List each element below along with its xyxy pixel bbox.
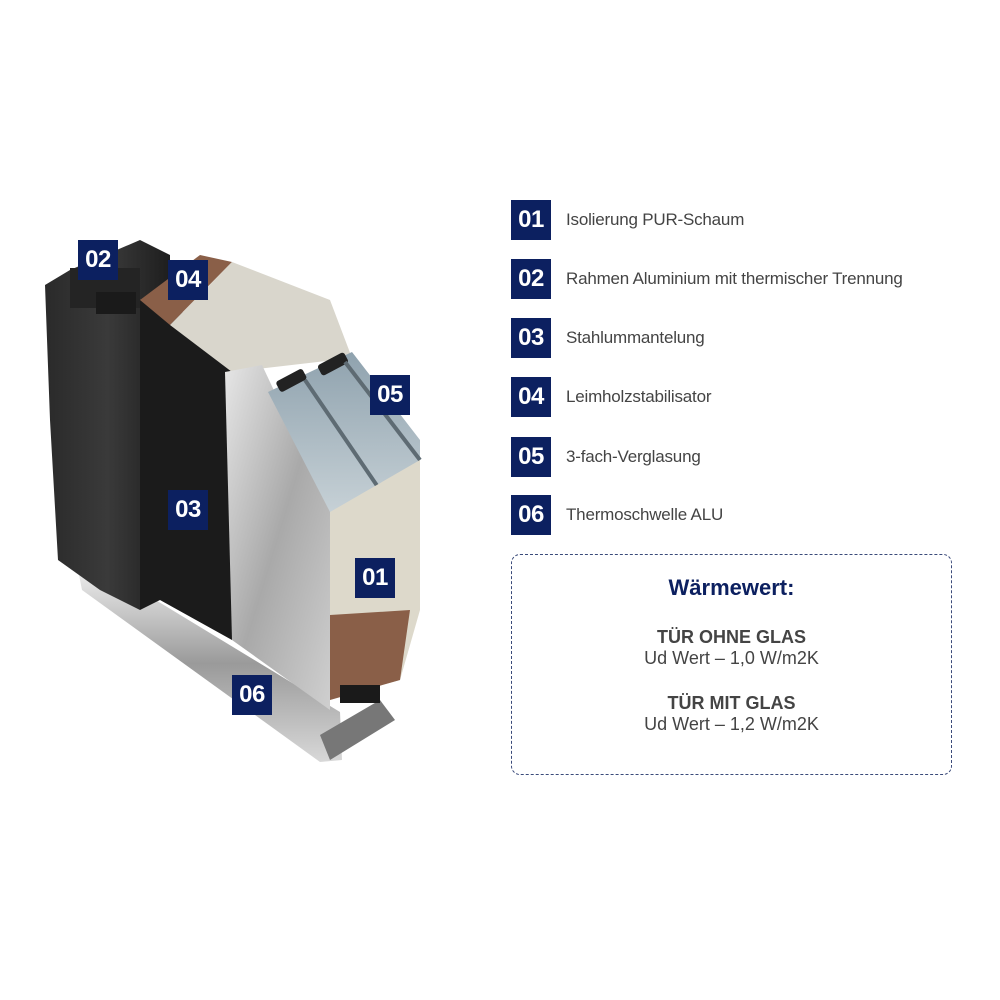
- group-heading: TÜR OHNE GLAS: [656, 627, 806, 647]
- legend-label: 3-fach-Verglasung: [566, 447, 701, 466]
- thermal-group-with-glass: TÜR MIT GLAS Ud Wert – 1,2 W/m2K: [512, 693, 951, 735]
- callout-badge-02: 02: [78, 240, 118, 280]
- legend-item: 01 Isolierung PUR-Schaum: [511, 200, 744, 240]
- legend-item: 06 Thermoschwelle ALU: [511, 495, 723, 535]
- legend-item: 04 Leimholzstabilisator: [511, 377, 711, 417]
- legend-number-badge: 05: [511, 437, 551, 477]
- group-value: Ud Wert – 1,2 W/m2K: [644, 714, 819, 734]
- legend-item: 02 Rahmen Aluminium mit thermischer Tren…: [511, 259, 903, 299]
- legend-number-badge: 06: [511, 495, 551, 535]
- callout-badge-05: 05: [370, 375, 410, 415]
- callout-badge-01: 01: [355, 558, 395, 598]
- legend-label: Thermoschwelle ALU: [566, 505, 724, 524]
- callout-badge-06: 06: [232, 675, 272, 715]
- legend-item: 05 3-fach-Verglasung: [511, 437, 701, 477]
- legend-item: 03 Stahlummantelung: [511, 318, 705, 358]
- group-value: Ud Wert – 1,0 W/m2K: [644, 648, 819, 668]
- thermal-value-box: Wärmewert: TÜR OHNE GLAS Ud Wert – 1,0 W…: [511, 554, 952, 775]
- legend-label: Leimholzstabilisator: [566, 387, 712, 406]
- thermal-group-without-glass: TÜR OHNE GLAS Ud Wert – 1,0 W/m2K: [512, 627, 951, 669]
- callout-badge-04: 04: [168, 260, 208, 300]
- group-heading: TÜR MIT GLAS: [667, 693, 796, 713]
- door-profile-illustration: 02 04 05 03 01 06: [45, 240, 422, 762]
- legend-label: Rahmen Aluminium mit thermischer Trennun…: [566, 269, 903, 288]
- thermal-value-title: Wärmewert:: [668, 575, 795, 600]
- legend-number-badge: 01: [511, 200, 551, 240]
- callout-badge-03: 03: [168, 490, 208, 530]
- door-cross-section-drawing: [45, 240, 422, 762]
- legend-number-badge: 02: [511, 259, 551, 299]
- legend-number-badge: 03: [511, 318, 551, 358]
- legend-number-badge: 04: [511, 377, 551, 417]
- legend-label: Stahlummantelung: [566, 328, 705, 347]
- legend-label: Isolierung PUR-Schaum: [566, 210, 745, 229]
